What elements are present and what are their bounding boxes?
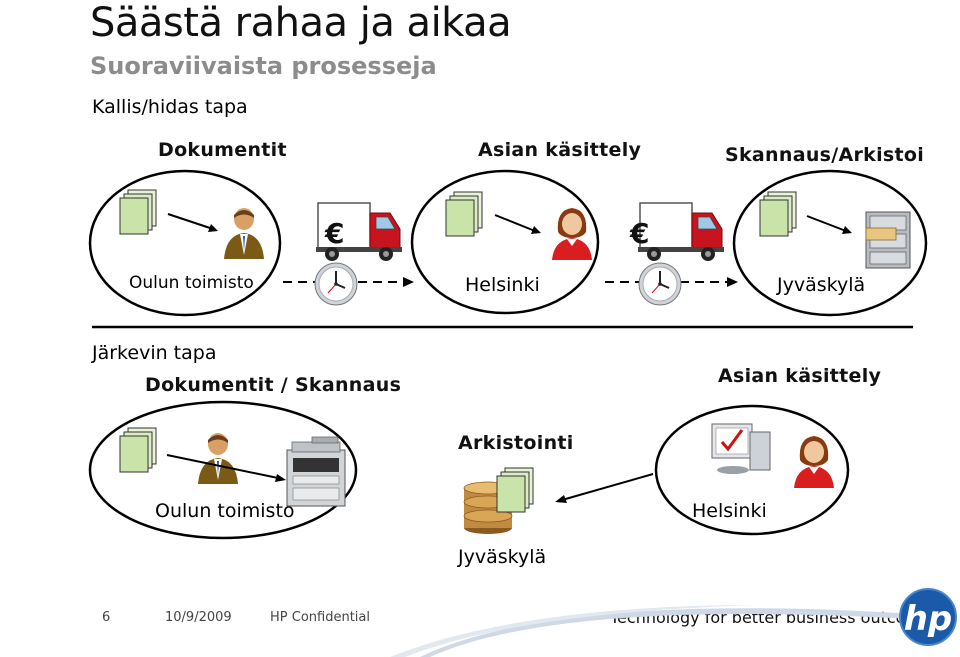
arrow-icon [561,473,654,501]
slide-subtitle: Suoraviivaista prosesseja [90,52,437,80]
footer-swoosh [420,608,930,657]
new-place-oulu: Oulun toimisto [155,500,295,522]
new-place-helsinki: Helsinki [692,500,767,522]
arrowhead-icon [403,277,414,287]
arrowhead-icon [531,226,541,234]
old-ellipse-jyvaskyla [732,169,928,317]
old-place-oulu: Oulun toimisto [129,273,254,293]
slide-title: Säästä rahaa ja aikaa [90,0,512,46]
man-icon [224,208,264,259]
old-stage-scan-archive-label: Skannaus/Arkistoi [725,144,925,166]
arrowhead-icon [208,224,218,232]
filing-cabinet-icon [865,211,911,269]
multifunction-printer-icon [286,436,346,507]
new-place-jyvaskyla: Jyväskylä [458,546,547,568]
new-way-heading: Järkevin tapa [92,342,217,364]
old-stage-processing-label: Asian käsittely [478,139,642,161]
new-scan-label: Dokumentit / Skannaus [145,374,402,396]
footer-date: 10/9/2009 [165,610,232,625]
clock-icon [314,262,358,306]
arrow-icon [167,213,214,230]
woman-icon [794,436,834,488]
document-stack-icon [496,467,534,513]
new-process-label: Asian käsittely [718,365,882,387]
old-place-helsinki: Helsinki [465,274,540,296]
man-icon [198,433,238,484]
new-ellipse-helsinki [654,404,850,536]
hp-logo-icon: hp [899,588,957,646]
euro-symbol: € [629,217,649,250]
arrow-icon [166,454,279,479]
old-place-jyvaskyla: Jyväskylä [777,274,866,296]
old-ellipse-helsinki [410,169,600,315]
arrowhead-icon [842,226,852,234]
new-ellipse-oulu [88,400,358,540]
woman-icon [552,208,592,260]
document-stack-icon [445,191,483,237]
old-stage-documents-label: Dokumentit [158,139,287,161]
computer-icon [711,423,771,474]
arrow-icon [494,214,536,232]
footer-swoosh [390,605,760,657]
arrowhead-icon [555,495,567,503]
old-ellipse-oulu [88,169,282,317]
arrowhead-icon [275,474,286,482]
footer-page-number: 6 [102,610,111,625]
arrow-icon [806,215,847,232]
arrowhead-icon [727,277,738,287]
truck-icon [637,202,725,262]
new-archive-label: Arkistointi [458,432,574,454]
svg-text:hp: hp [904,599,953,639]
document-stack-icon [759,191,797,237]
clock-icon [638,262,682,306]
euro-symbol: € [324,217,344,250]
footer-confidential: HP Confidential [270,610,370,625]
old-way-heading: Kallis/hidas tapa [92,96,248,118]
document-stack-icon [119,427,157,473]
document-stack-icon [119,189,157,235]
